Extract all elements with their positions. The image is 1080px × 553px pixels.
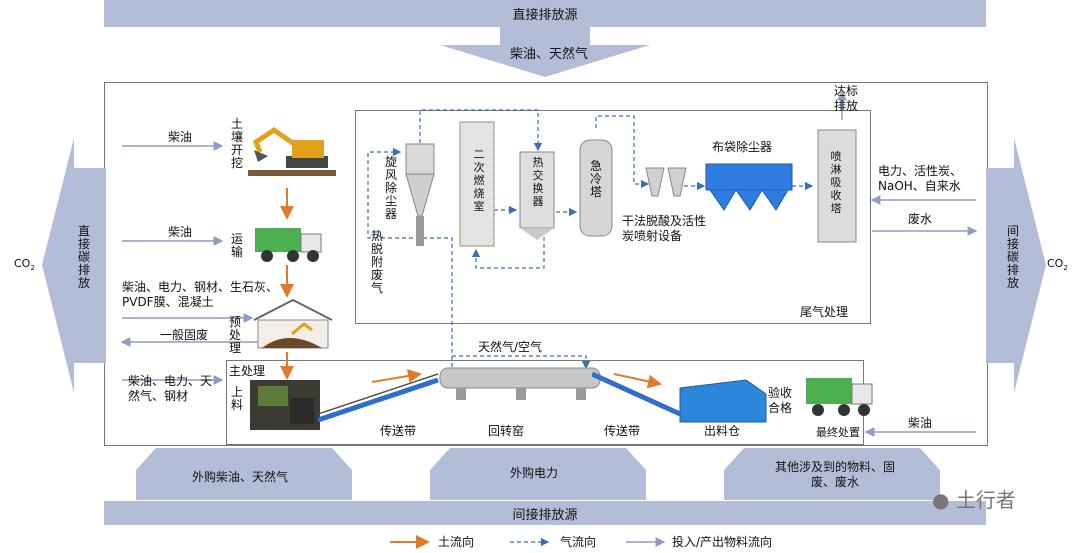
direct-carbon-arrow <box>42 138 106 393</box>
quench-label: 急冷塔 <box>589 159 602 199</box>
pretreat-input: 柴油、电力、钢材、生石灰、PVDF膜、混凝土 <box>122 280 279 309</box>
bottom-arrow-power-label: 外购电力 <box>510 466 559 480</box>
transport-input: 柴油 <box>168 225 193 239</box>
top-input-label: 柴油、天然气 <box>510 47 589 62</box>
legend-lines <box>390 535 666 549</box>
bottom-arrow-other-label: 其他涉及到的物料、固废、废水 <box>774 460 895 489</box>
wechat-icon: ● <box>932 488 950 512</box>
output-bin-icon <box>679 379 767 423</box>
final-label: 最终处置 <box>816 426 860 439</box>
final-truck-icon <box>806 378 873 416</box>
excavate-input: 柴油 <box>168 130 193 144</box>
indirect-carbon-arrow <box>986 138 1046 393</box>
legend-soil: 土流向 <box>438 535 475 549</box>
tail-input-label: 电力、活性炭、NaOH、自来水 <box>878 164 963 193</box>
pretreat-shed-icon <box>253 298 333 349</box>
bin-label: 出料仓 <box>704 424 741 438</box>
final-input-label: 柴油 <box>908 416 933 430</box>
thermal-gas-label: 热脱附废气 <box>370 229 383 295</box>
dry-injection-icon <box>645 167 687 197</box>
bag-label: 布袋除尘器 <box>712 140 773 154</box>
direct-carbon-label: 直接碳排放 <box>77 224 90 290</box>
direct-emission-label: 直接排放源 <box>512 8 578 23</box>
pretreat-label: 预处理 <box>228 315 241 355</box>
indirect-emission-label: 间接排放源 <box>512 507 578 523</box>
discharge-label: 达标排放 <box>834 84 859 113</box>
feed-label: 上料 <box>230 385 243 412</box>
conveyor-1-label: 传送带 <box>380 424 417 438</box>
waste-output: 一般固废 <box>160 328 209 342</box>
transport-label: 运输 <box>230 232 243 259</box>
direct-emission-band: 直接排放源 <box>104 0 986 27</box>
legend-material: 投入/产出物料流向 <box>672 535 773 549</box>
secondary-chamber-icon <box>459 121 495 247</box>
heat-ex-label: 热交换器 <box>532 156 544 208</box>
bottom-arrow-fuel-label: 外购柴油、天然气 <box>192 470 289 484</box>
indirect-carbon-label: 间接碳排放 <box>1006 224 1019 290</box>
feeder-icon <box>250 380 320 430</box>
scrubber-tower-icon <box>817 129 857 243</box>
excavate-label: 土壤开挖 <box>230 117 243 170</box>
conveyor-2-label: 传送带 <box>604 424 641 438</box>
main-input: 柴油、电力、天然气、钢材 <box>128 374 213 403</box>
co2-left: CO2 <box>14 257 35 273</box>
conveyor-1-icon <box>318 373 439 422</box>
excavator-icon <box>248 126 336 176</box>
main-treatment-title: 主处理 <box>229 364 266 378</box>
kiln-label: 回转窑 <box>488 424 525 438</box>
co2-right: CO2 <box>1047 257 1068 273</box>
truck-icon <box>255 228 322 262</box>
accept-label: 验收合格 <box>768 386 793 415</box>
legend-gas: 气流向 <box>560 535 597 549</box>
cyclone-label: 旋风除尘器 <box>384 155 397 221</box>
conveyor-2-icon <box>592 371 682 417</box>
bottom-arrow-fuel <box>136 448 352 500</box>
gas-air-label: 天然气/空气 <box>478 340 543 354</box>
dry-label: 干法脱酸及活性炭喷射设备 <box>622 214 707 243</box>
tail-gas-box <box>355 110 871 324</box>
cyclone-icon <box>405 143 435 246</box>
scrub-label: 喷淋吸收塔 <box>830 150 842 215</box>
heat-exchanger-icon <box>519 151 555 240</box>
indirect-emission-band: 间接排放源 <box>104 501 986 525</box>
bag-filter-icon <box>705 163 793 211</box>
wastewater-label: 废水 <box>908 212 933 226</box>
watermark: ● 土行者 <box>932 488 1016 512</box>
secondary-label: 二次燃烧室 <box>473 148 485 213</box>
bottom-arrow-other <box>724 448 940 500</box>
bottom-arrow-power <box>430 448 646 500</box>
tail-gas-title: 尾气处理 <box>800 305 849 319</box>
rotary-kiln-icon <box>439 367 601 400</box>
quench-tower-icon <box>579 139 613 237</box>
top-input-arrow <box>440 27 650 77</box>
